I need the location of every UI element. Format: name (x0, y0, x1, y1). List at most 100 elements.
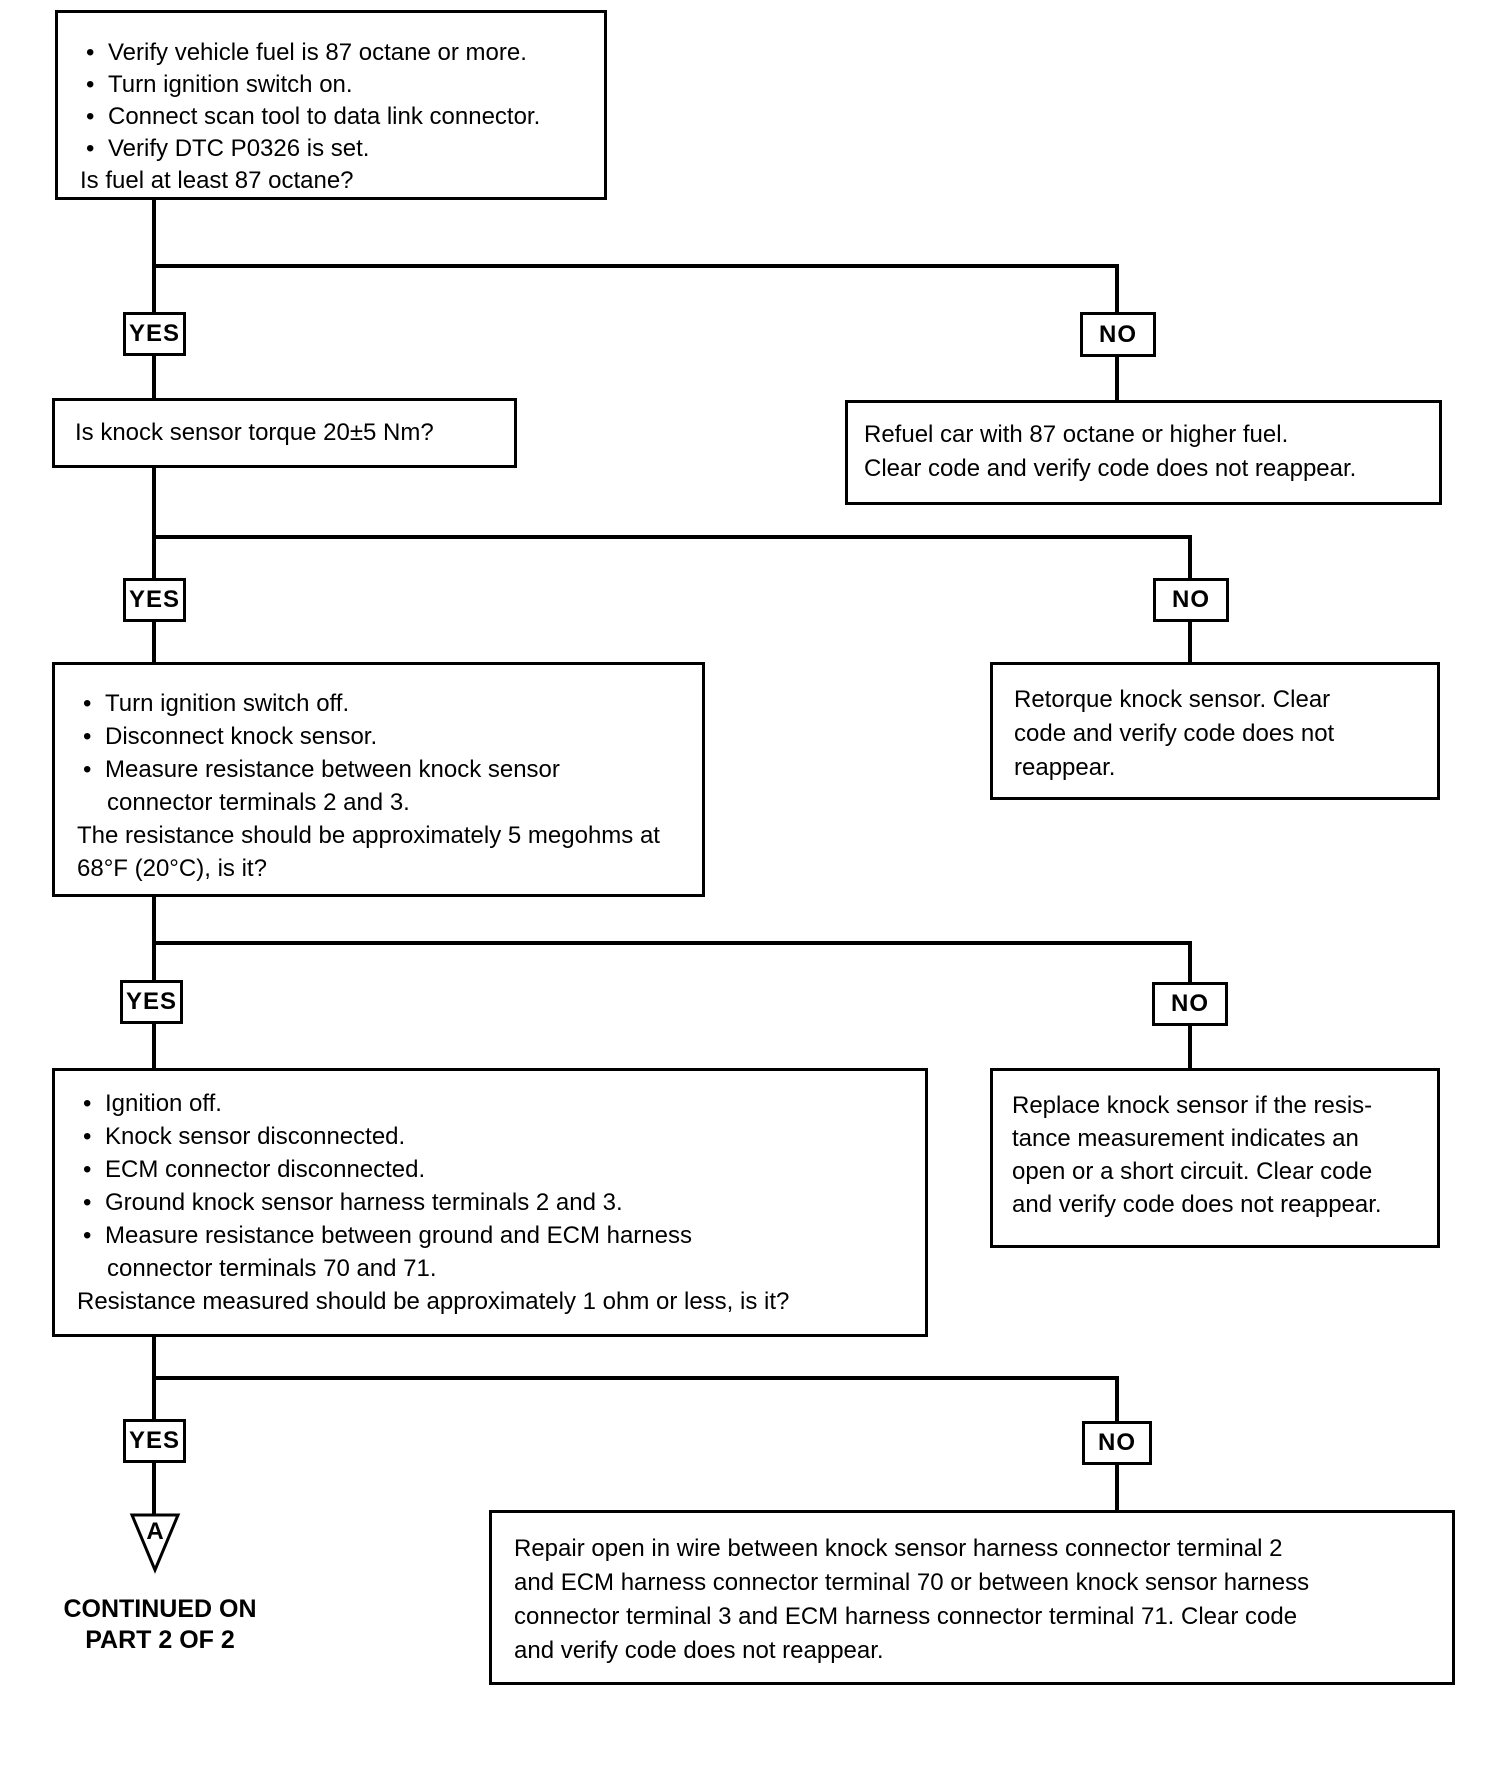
question-line: Resistance measured should be approximat… (55, 1285, 925, 1318)
step-line: • Measure resistance between ground and E… (55, 1219, 925, 1252)
step-line: • ECM connector disconnected. (55, 1153, 925, 1186)
action-text-line: code and verify code does not (1014, 720, 1335, 747)
flow-connector-line (1115, 1376, 1119, 1424)
no-branch-label: NO (1153, 578, 1229, 622)
step-continuation-line: connector terminals 70 and 71. (55, 1252, 925, 1285)
flow-connector-line (152, 356, 156, 400)
question-text: Is knock sensor torque 20±5 Nm? (75, 419, 434, 446)
action-text-line: reappear. (1014, 754, 1116, 781)
flow-connector-line (152, 896, 156, 984)
flow-connector-line (1115, 1464, 1119, 1512)
refuel-action-box: Refuel car with 87 octane or higher fuel… (845, 400, 1442, 505)
step-text: Verify vehicle fuel is 87 octane or more… (108, 39, 527, 66)
question-line: The resistance should be approximately 5… (55, 819, 702, 852)
step-text: Verify DTC P0326 is set. (108, 135, 370, 162)
step-line: • Turn ignition switch on. (58, 69, 604, 101)
replace-sensor-action-box: Replace knock sensor if the resis- tance… (990, 1068, 1440, 1248)
bullet-icon: • (83, 723, 92, 750)
flow-connector-line (152, 200, 156, 312)
step-line: •Disconnect knock sensor. (55, 720, 702, 753)
action-text-line: Clear code and verify code does not reap… (864, 455, 1357, 482)
bullet-icon: • (86, 135, 95, 162)
repair-wire-action-box: Repair open in wire between knock sensor… (489, 1510, 1455, 1685)
sensor-resistance-check-box: • Turn ignition switch off. •Disconnect k… (52, 662, 705, 897)
bullet-icon: • (86, 39, 95, 66)
continued-on-note: CONTINUED ON PART 2 OF 2 (55, 1594, 265, 1656)
torque-question-box: Is knock sensor torque 20±5 Nm? (52, 398, 517, 468)
start-instructions-box: • Verify vehicle fuel is 87 octane or mor… (55, 10, 607, 200)
off-page-connector-a-triangle: A (129, 1513, 181, 1574)
step-continuation-line: connector terminals 2 and 3. (55, 786, 702, 819)
step-text: The resistance should be approximately 5… (77, 822, 660, 849)
yes-branch-label: YES (120, 980, 183, 1024)
flow-connector-line (1188, 1025, 1192, 1070)
flow-connector-line (1115, 264, 1119, 312)
question-line: Is fuel at least 87 octane? (58, 165, 604, 197)
step-line: • Measure resistance between knock sensor (55, 753, 702, 786)
step-text: Ground knock sensor harness terminals 2 … (105, 1189, 623, 1216)
action-text-line: Repair open in wire between knock sensor… (514, 1535, 1283, 1562)
question-line: 68°F (20°C), is it? (55, 852, 702, 885)
flow-connector-line (152, 1462, 156, 1516)
flow-connector-line (152, 1376, 1119, 1380)
step-text: Resistance measured should be approximat… (77, 1288, 790, 1315)
step-text: connector terminals 70 and 71. (107, 1255, 437, 1282)
bullet-icon: • (83, 756, 92, 783)
action-text-line: open or a short circuit. Clear code (1012, 1158, 1373, 1185)
step-line: • Verify vehicle fuel is 87 octane or mor… (58, 37, 604, 69)
action-text-line: Refuel car with 87 octane or higher fuel… (864, 421, 1289, 448)
flow-connector-line (1115, 357, 1119, 402)
step-text: Is fuel at least 87 octane? (80, 167, 354, 194)
step-text: ECM connector disconnected. (105, 1156, 426, 1183)
bullet-icon: • (86, 71, 95, 98)
step-line: • Verify DTC P0326 is set. (58, 133, 604, 165)
no-branch-label: NO (1082, 1421, 1152, 1465)
flow-connector-line (1188, 620, 1192, 664)
flow-connector-line (152, 535, 1192, 539)
bullet-icon: • (83, 1222, 92, 1249)
action-text-line: connector terminal 3 and ECM harness con… (514, 1603, 1298, 1630)
connector-letter: A (146, 1518, 163, 1545)
continued-line: PART 2 OF 2 (85, 1626, 235, 1654)
step-text: Turn ignition switch on. (108, 71, 353, 98)
yes-branch-label: YES (123, 1419, 186, 1463)
action-text-line: Retorque knock sensor. Clear (1014, 686, 1331, 713)
yes-branch-label: YES (123, 312, 186, 356)
bullet-icon: • (83, 1090, 92, 1117)
flow-connector-line (152, 1335, 156, 1422)
flow-connector-line (152, 941, 1192, 945)
action-text-line: and ECM harness connector terminal 70 or… (514, 1569, 1310, 1596)
no-branch-label: NO (1080, 312, 1156, 357)
action-text-line: tance measurement indicates an (1012, 1125, 1359, 1152)
bullet-icon: • (83, 690, 92, 717)
bullet-icon: • (83, 1189, 92, 1216)
flow-connector-line (152, 468, 156, 578)
step-text: Measure resistance between ground and EC… (105, 1222, 692, 1249)
step-line: • Turn ignition switch off. (55, 687, 702, 720)
no-branch-label: NO (1152, 982, 1228, 1026)
step-line: •Ignition off. (55, 1087, 925, 1120)
step-line: • Ground knock sensor harness terminals 2… (55, 1186, 925, 1219)
retorque-action-box: Retorque knock sensor. Clear code and ve… (990, 662, 1440, 800)
flow-connector-line (152, 264, 1119, 268)
step-text: 68°F (20°C), is it? (77, 855, 267, 882)
step-text: Knock sensor disconnected. (105, 1123, 406, 1150)
step-text: Measure resistance between knock sensor (105, 756, 560, 783)
bullet-icon: • (83, 1156, 92, 1183)
ecm-resistance-check-box: •Ignition off. • Knock sensor disconnecte… (52, 1068, 928, 1337)
bullet-icon: • (86, 103, 95, 130)
bullet-icon: • (83, 1123, 92, 1150)
continued-line: CONTINUED ON (63, 1595, 257, 1623)
action-text-line: and verify code does not reappear. (514, 1637, 884, 1664)
step-text: Turn ignition switch off. (105, 690, 350, 717)
flow-connector-line (152, 620, 156, 664)
yes-branch-label: YES (123, 578, 186, 622)
flow-connector-line (1188, 941, 1192, 985)
action-text-line: and verify code does not reappear. (1012, 1191, 1382, 1218)
step-line: • Knock sensor disconnected. (55, 1120, 925, 1153)
action-text-line: Replace knock sensor if the resis- (1012, 1092, 1373, 1119)
flow-connector-line (152, 1024, 156, 1070)
step-line: •Connect scan tool to data link connecto… (58, 101, 604, 133)
triangle-shape (129, 1513, 181, 1574)
